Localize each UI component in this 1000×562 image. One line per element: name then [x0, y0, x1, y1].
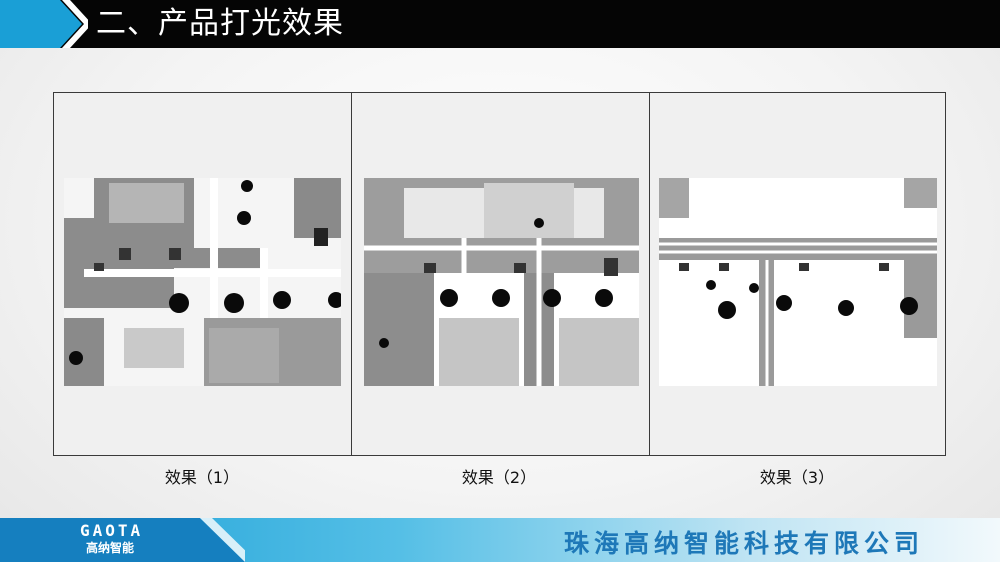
- pcb-photo-1: [64, 178, 341, 386]
- header-accent-stripe: [0, 0, 88, 48]
- effect-panel-2: [351, 93, 649, 455]
- effect-panel-1: [54, 93, 351, 455]
- caption-effect-1: 效果（1）: [164, 468, 240, 487]
- header-bar: 二、产品打光效果: [0, 0, 1000, 48]
- caption-effect-3: 效果（3）: [759, 468, 835, 487]
- company-name: 珠海高纳智能科技有限公司: [563, 529, 924, 558]
- brand-logo: GAOTA: [80, 521, 144, 540]
- footer-logo-shape: [0, 518, 245, 562]
- effect-panel-3: [649, 93, 945, 455]
- brand-logo-subtitle: 高纳智能: [86, 541, 135, 555]
- pcb-photo-3: [659, 178, 937, 386]
- lighting-effect-gallery: [53, 92, 946, 456]
- pcb-photo-2: [364, 178, 639, 386]
- caption-effect-2: 效果（2）: [461, 468, 537, 487]
- page-title: 二、产品打光效果: [96, 6, 344, 41]
